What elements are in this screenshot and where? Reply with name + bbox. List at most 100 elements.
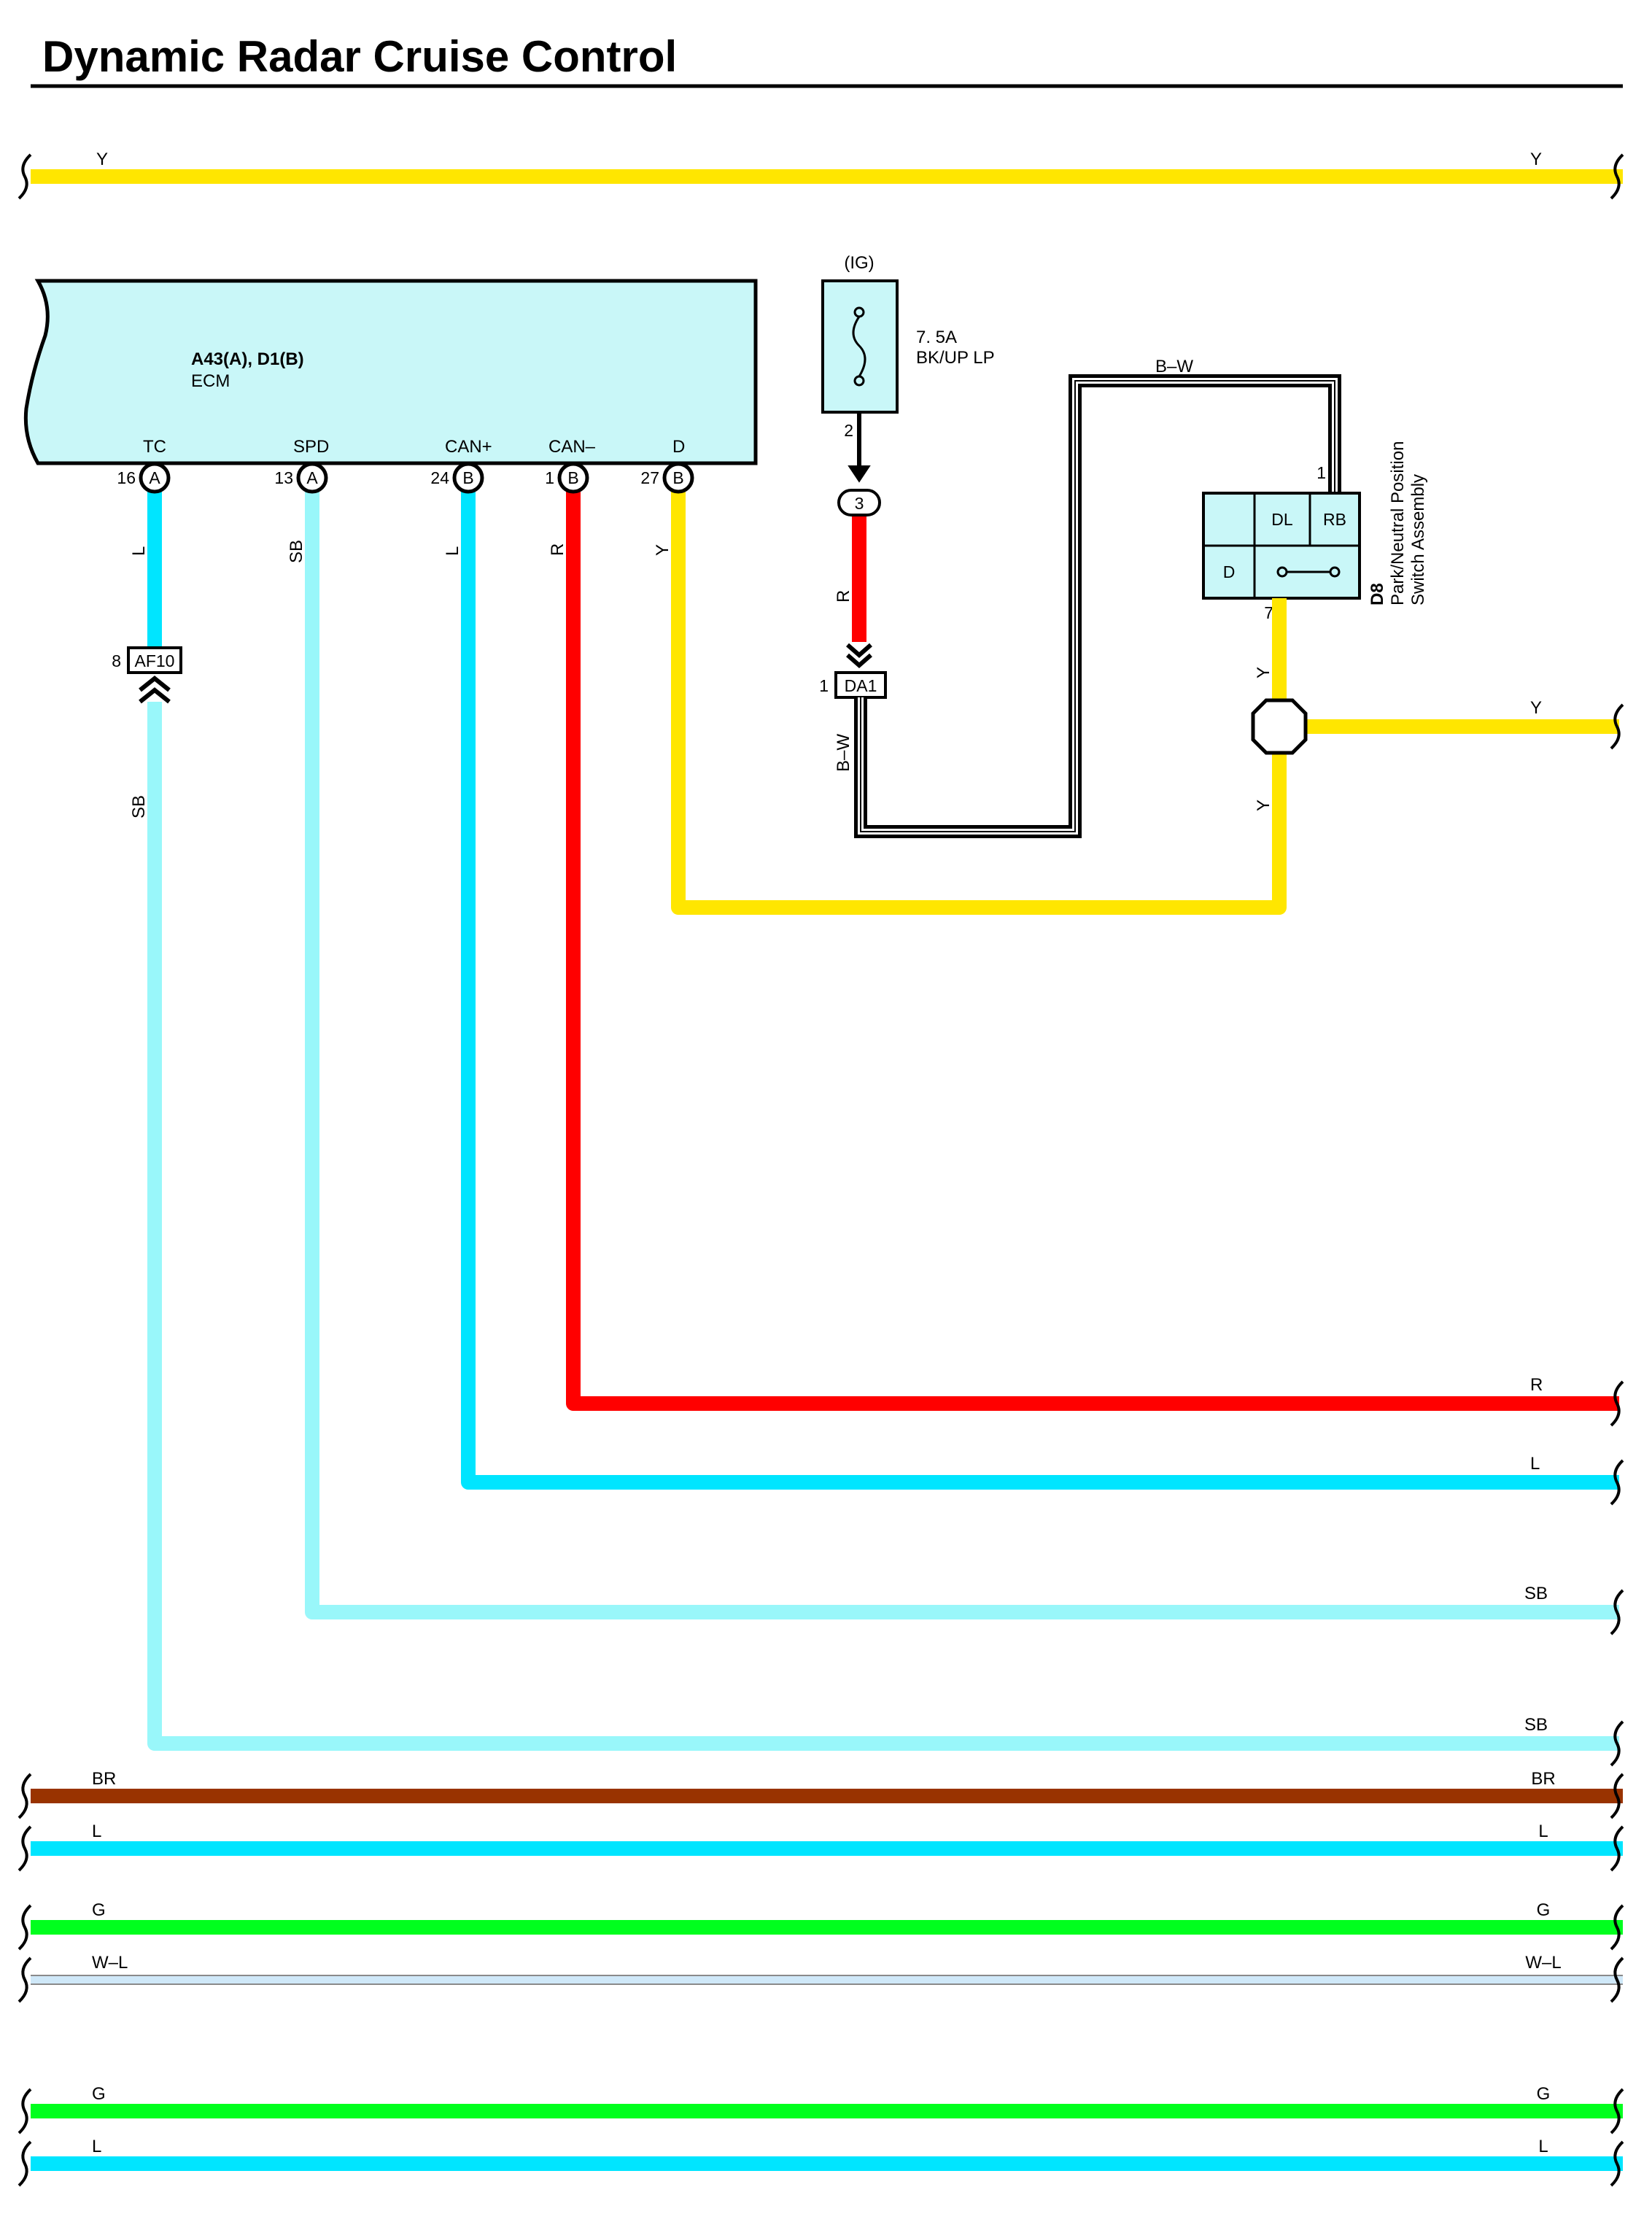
- splice-junction: [1251, 698, 1308, 755]
- svg-text:AF10: AF10: [135, 651, 175, 670]
- break-mark-right: [1610, 2088, 1624, 2134]
- chevron-down-icon: [846, 643, 872, 668]
- wire-label-junction-right: Y: [1530, 698, 1542, 718]
- bus-top-right-label: Y: [1530, 150, 1542, 169]
- junction-3: 3: [837, 489, 881, 516]
- bus-right-label: BR: [1531, 1769, 1555, 1789]
- fuse-pin: 2: [844, 421, 853, 440]
- break-mark-right: [1610, 1956, 1624, 2003]
- right-end-label-l: L: [1530, 1454, 1540, 1474]
- wire-label-tc-l: L: [129, 546, 149, 556]
- ecm-code: A43(A), D1(B): [191, 349, 304, 369]
- break-mark-right: [1610, 1773, 1624, 1819]
- break-mark-left: [18, 1904, 32, 1951]
- switch-contact-icon: [1276, 566, 1341, 578]
- fuse-icon: [852, 306, 866, 387]
- wire-label-j3-r: R: [834, 590, 853, 603]
- break-mark-right: [1610, 153, 1624, 200]
- connector-da1: DA1 1: [819, 671, 887, 699]
- page-title: Dynamic Radar Cruise Control: [42, 32, 677, 81]
- ecm-pin-tc: A 16: [117, 462, 171, 494]
- wire-label-bw-top: B–W: [1155, 357, 1193, 376]
- bus-right-label: G: [1537, 2084, 1551, 2104]
- svg-text:B: B: [672, 468, 683, 487]
- switch-pin-top: 1: [1316, 463, 1326, 482]
- fuse-rating: 7. 5A: [916, 328, 957, 347]
- break-mark-right: [1610, 1904, 1624, 1951]
- ecm-pin-d-label: D: [672, 437, 685, 457]
- wire-label-canm-r: R: [548, 543, 567, 556]
- park-neutral-switch: DL RB D: [1202, 492, 1361, 600]
- svg-text:13: 13: [274, 468, 293, 487]
- break-mark-right: [1610, 1459, 1624, 1506]
- switch-code: D8: [1368, 583, 1387, 605]
- ecm-pin-canp: B 24: [430, 462, 484, 494]
- ecm-pin-canp-label: CAN+: [445, 437, 492, 457]
- ecm-name: ECM: [191, 371, 230, 391]
- right-end-label-r: R: [1530, 1375, 1543, 1395]
- svg-text:8: 8: [112, 651, 121, 670]
- break-mark-left: [18, 1773, 32, 1819]
- svg-text:A: A: [306, 468, 318, 487]
- break-mark-right: [1610, 1825, 1624, 1872]
- bus-right-label: G: [1537, 1900, 1551, 1920]
- break-mark-left: [18, 1825, 32, 1872]
- switch-cell-rb: RB: [1323, 510, 1346, 529]
- wire-d-y: [671, 485, 1287, 915]
- bus-left-label: G: [92, 1900, 106, 1920]
- fuse-group-label: (IG): [844, 253, 874, 273]
- wire-tc-sb: [147, 702, 1619, 1751]
- svg-text:DA1: DA1: [845, 676, 877, 695]
- fuse-name: BK/UP LP: [916, 348, 995, 368]
- svg-text:B: B: [567, 468, 578, 487]
- wire-label-switch-y-lower: Y: [1254, 800, 1273, 811]
- ecm-pin-tc-label: TC: [143, 437, 166, 457]
- bus-left-label: L: [92, 1822, 101, 1841]
- fuse-arrow-icon: [848, 465, 871, 483]
- ecm-box: [23, 279, 758, 465]
- wire-label-da1-bw: B–W: [834, 734, 853, 772]
- bus-left-label: L: [92, 2137, 101, 2156]
- break-mark-right: [1610, 1589, 1624, 1636]
- break-mark-right: [1610, 703, 1624, 750]
- wire-label-af10-sb: SB: [129, 795, 149, 818]
- svg-text:A: A: [149, 468, 160, 487]
- wire-spd-sb: [305, 485, 1619, 1619]
- ecm-pin-canm: B 1: [545, 462, 589, 494]
- svg-text:16: 16: [117, 468, 136, 487]
- wire-bw: [854, 374, 1341, 838]
- bus-left-label: BR: [92, 1769, 116, 1789]
- ecm-pin-canm-label: CAN–: [548, 437, 596, 457]
- right-end-label-sb-2: SB: [1524, 1715, 1548, 1735]
- svg-text:3: 3: [855, 494, 864, 513]
- wire-label-d-y: Y: [653, 544, 672, 556]
- bus-right-label: L: [1538, 2137, 1548, 2156]
- break-mark-right: [1610, 1380, 1624, 1427]
- ecm-pin-d: B 27: [640, 462, 694, 494]
- break-mark-left: [18, 153, 32, 200]
- switch-cell-d: D: [1223, 562, 1236, 581]
- wire-label-spd-sb: SB: [287, 540, 306, 563]
- svg-text:27: 27: [640, 468, 659, 487]
- right-end-label-sb: SB: [1524, 1584, 1548, 1603]
- wire-label-switch-y-upper: Y: [1254, 667, 1273, 678]
- wire-label-canp-l: L: [443, 546, 462, 556]
- ecm-pin-spd-label: SPD: [293, 437, 329, 457]
- wire-canm-r: [566, 485, 1619, 1411]
- svg-text:1: 1: [819, 676, 829, 695]
- bus-left-label: G: [92, 2084, 106, 2104]
- svg-text:1: 1: [545, 468, 554, 487]
- wire-canp-l: [461, 485, 1619, 1490]
- switch-name-1: Park/Neutral Position: [1388, 441, 1408, 605]
- switch-pin-bottom: 7: [1264, 603, 1273, 622]
- break-mark-left: [18, 2140, 32, 2187]
- bus-left-label: W–L: [92, 1953, 128, 1973]
- svg-text:B: B: [462, 468, 473, 487]
- ecm-pin-spd: A 13: [274, 462, 328, 494]
- break-mark-right: [1610, 2140, 1624, 2187]
- switch-name-2: Switch Assembly: [1408, 474, 1428, 605]
- break-mark-right: [1610, 1720, 1624, 1767]
- bus-right-label: L: [1538, 1822, 1548, 1841]
- connector-af10: AF10 8: [112, 646, 182, 704]
